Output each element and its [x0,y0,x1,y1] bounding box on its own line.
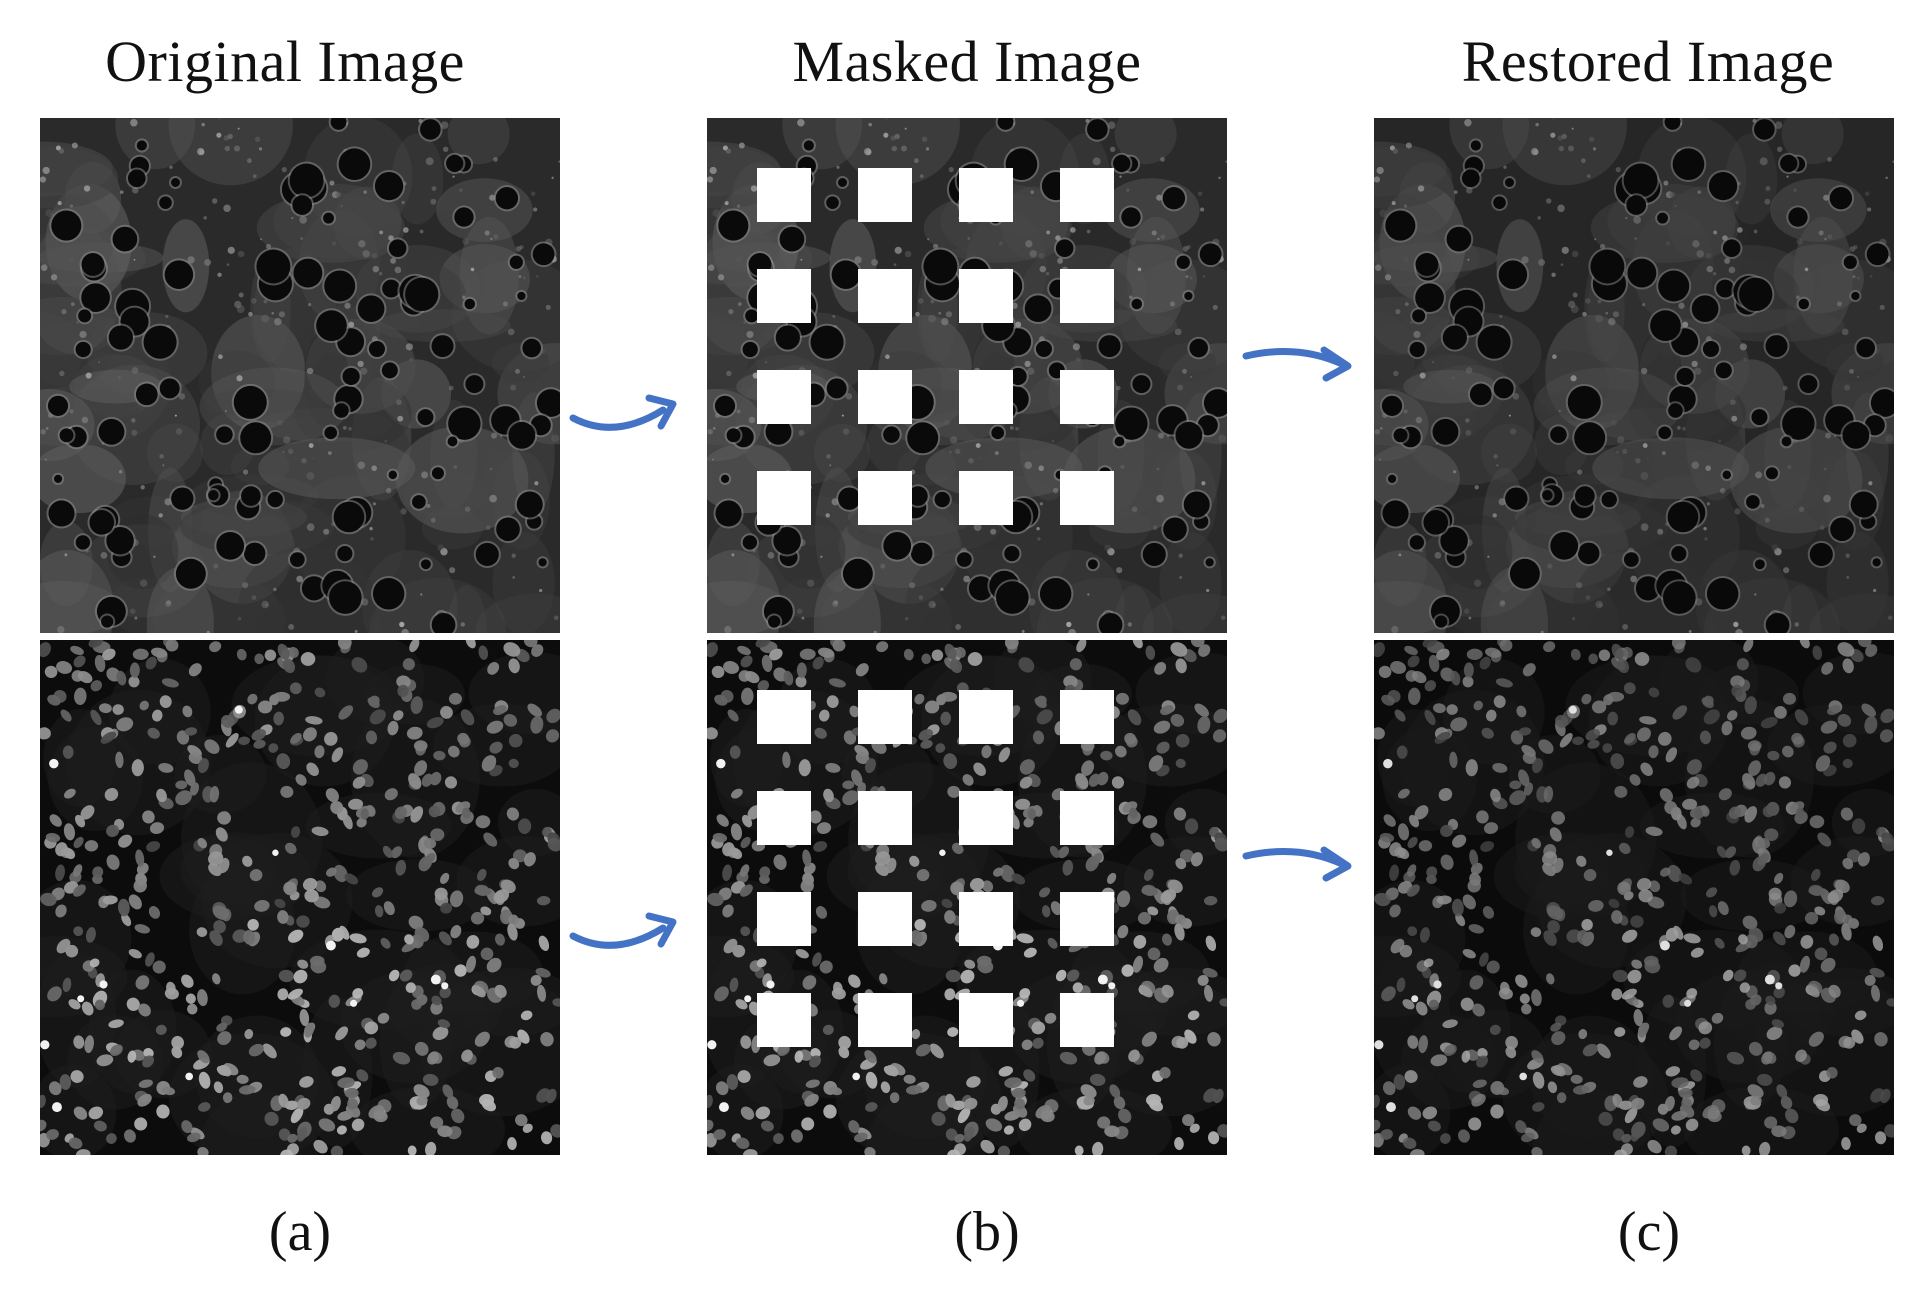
title-original: Original Image [105,29,465,94]
mask-square [1060,370,1114,424]
mask-square [757,690,811,744]
mask-square [858,168,912,222]
mask-square [757,370,811,424]
title-restored: Restored Image [1461,29,1835,94]
arrow-original-to-masked-bottom [569,912,677,949]
mask-square [858,690,912,744]
caption-c: (c) [1617,1201,1681,1263]
mask-square [757,892,811,946]
mask-square [858,791,912,845]
arrow-masked-to-restored-bottom [1242,846,1352,882]
mask-square [1060,269,1114,323]
mask-square [757,993,811,1047]
mask-square [757,269,811,323]
mask-square [1060,168,1114,222]
mask-square [1060,471,1114,525]
mask-square [1060,993,1114,1047]
mask-square [959,471,1013,525]
mask-square [959,892,1013,946]
mask-square [1060,892,1114,946]
arrow-masked-to-restored-top [1242,346,1352,382]
title-masked: Masked Image [792,29,1142,94]
restored-image-bottom [1374,640,1894,1155]
arrow-original-to-masked-top [569,394,677,431]
mask-square [959,168,1013,222]
masked-image-top [707,118,1227,633]
mask-square [959,269,1013,323]
mask-square [1060,791,1114,845]
mask-square [858,892,912,946]
mask-square [959,370,1013,424]
caption-b: (b) [954,1201,1020,1263]
mask-square [757,168,811,222]
masked-image-bottom [707,640,1227,1155]
mask-square [757,791,811,845]
mask-square [959,993,1013,1047]
mask-square [1060,690,1114,744]
original-image-bottom [40,640,560,1155]
mask-square [858,370,912,424]
mask-square [858,993,912,1047]
caption-a: (a) [268,1201,332,1263]
original-image-top [40,118,560,633]
mask-square [959,690,1013,744]
mask-square [959,791,1013,845]
mask-square [858,471,912,525]
mask-square [757,471,811,525]
mask-square [858,269,912,323]
restored-image-top [1374,118,1894,633]
